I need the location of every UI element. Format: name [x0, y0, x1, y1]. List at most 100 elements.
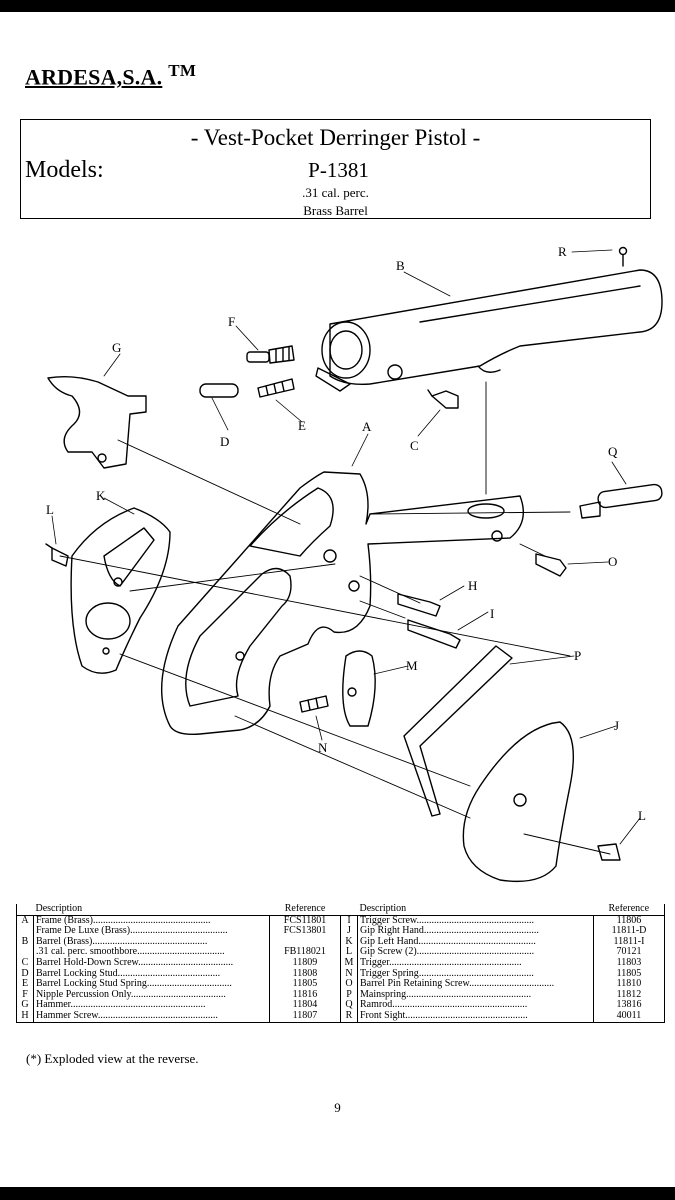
barrel-part: [315, 269, 663, 392]
dot-leader: ........................................…: [97, 1010, 218, 1021]
part-description: Trigger Spring..........................…: [357, 968, 594, 980]
footnote: (*) Exploded view at the reverse.: [26, 1051, 199, 1066]
dot-leader: ........................................…: [406, 989, 532, 1000]
trigger-part: [342, 650, 376, 727]
part-reference: FCS13801: [269, 926, 341, 937]
dot-leader: ........................................…: [405, 1010, 528, 1021]
part-letter: E: [16, 979, 34, 990]
part-reference: 11810: [616, 979, 642, 990]
callout-labels: A B C D E F G H I J K L L M N O P Q R: [46, 244, 646, 823]
part-letter: P: [340, 989, 358, 1001]
header-description-right: Description: [357, 904, 594, 916]
dot-leader: ........................................…: [92, 915, 211, 926]
ramrod-part: [579, 483, 663, 519]
part-letter: K: [340, 936, 358, 948]
table-row: Frame De Luxe (Brass)...................…: [16, 926, 665, 937]
table-row: .31 cal. perc. smoothbore...............…: [16, 947, 665, 958]
label-d: D: [220, 434, 229, 449]
dot-leader: ........................................…: [416, 915, 534, 926]
locking-stud-part: [199, 383, 239, 398]
part-description: Gip Right Hand..........................…: [357, 926, 594, 937]
part-description: Barrel (Brass)..........................…: [33, 936, 270, 948]
exploded-view-diagram: A B C D E F G H I J K L L M N O P Q R: [45, 244, 663, 883]
hammer-screw-part: [397, 593, 441, 617]
part-description: Mainspring..............................…: [357, 989, 594, 1001]
company-name: ARDESA,S.A.: [25, 64, 163, 90]
part-reference: 11807: [269, 1010, 341, 1023]
trademark-mark: TM: [168, 61, 197, 80]
label-a: A: [362, 419, 372, 434]
dot-leader: ........................................…: [117, 968, 221, 979]
dot-leader: ........................................…: [389, 957, 522, 968]
dot-leader: .......................................: [130, 926, 228, 937]
part-letter: N: [340, 968, 358, 980]
part-letter: L: [340, 947, 358, 958]
label-l-left: L: [46, 502, 54, 517]
part-reference: 11804: [269, 1000, 341, 1011]
part-reference: FCS11801: [269, 915, 341, 927]
parts-table: Description Reference Description Refere…: [16, 904, 665, 1023]
header-reference-right: Reference: [593, 904, 665, 916]
part-letter: B: [16, 936, 34, 948]
part-description: Trigger.................................…: [357, 957, 594, 969]
part-description: Gip Left Hand...........................…: [357, 936, 594, 948]
part-description: Front Sight.............................…: [357, 1010, 594, 1023]
part-reference: 11816: [269, 989, 341, 1001]
pin-retaining-screw-part: [535, 553, 567, 577]
part-reference: FB118021: [269, 947, 341, 958]
label-i: I: [490, 606, 494, 621]
label-m: M: [406, 658, 418, 673]
part-reference: 11812: [616, 989, 642, 1000]
part-description: Nipple Percussion Only..................…: [33, 989, 270, 1001]
dot-leader: ........................................…: [418, 936, 536, 947]
nipple-part: [246, 345, 295, 364]
part-description: Frame (Brass)...........................…: [33, 915, 270, 927]
part-letter: [16, 926, 34, 937]
part-reference: 70121: [616, 947, 642, 958]
label-q: Q: [608, 444, 618, 459]
dot-leader: ........................................…: [92, 936, 208, 947]
part-letter: O: [340, 979, 358, 990]
label-h: H: [468, 578, 477, 593]
dot-leader: ........................................…: [418, 968, 534, 979]
part-letter: G: [16, 1000, 34, 1011]
assembly-lines: [59, 381, 611, 855]
dot-leader: ........................................…: [423, 926, 539, 937]
label-l-right: L: [638, 808, 646, 823]
dot-leader: ..................................: [469, 979, 555, 990]
part-description: .31 cal. perc. smoothbore...............…: [33, 947, 270, 958]
label-o: O: [608, 554, 617, 569]
label-p: P: [574, 648, 581, 663]
dot-leader: ........................................…: [416, 947, 535, 958]
grip-screw-left-part: [45, 543, 69, 567]
label-e: E: [298, 418, 306, 433]
part-reference: 11805: [269, 979, 341, 990]
dot-leader: ...................................: [137, 947, 225, 958]
dot-leader: ........................................…: [70, 1000, 206, 1011]
part-description: Barrel Hold-Down Screw..................…: [33, 957, 270, 969]
label-n: N: [318, 740, 328, 755]
part-description: Barrel Pin Retaining Screw..............…: [357, 979, 594, 990]
model-info-box: - Vest-Pocket Derringer Pistol - Models:…: [20, 119, 651, 219]
barrel-hold-down-screw-part: [427, 389, 459, 409]
part-description: Frame De Luxe (Brass)...................…: [33, 926, 270, 937]
model-caliber: .31 cal. perc.: [302, 185, 369, 200]
trigger-spring-part: [299, 695, 329, 713]
part-letter: [16, 947, 34, 958]
part-letter: I: [340, 915, 358, 927]
header-reference-left: Reference: [269, 904, 341, 916]
part-description: Trigger Screw...........................…: [357, 915, 594, 927]
models-label: Models:: [25, 157, 104, 183]
frame-part: [161, 471, 524, 736]
top-black-bar: [0, 0, 675, 12]
part-letter: D: [16, 968, 34, 980]
dot-leader: ........................................…: [392, 1000, 528, 1011]
part-reference: 11811-I: [613, 936, 645, 947]
